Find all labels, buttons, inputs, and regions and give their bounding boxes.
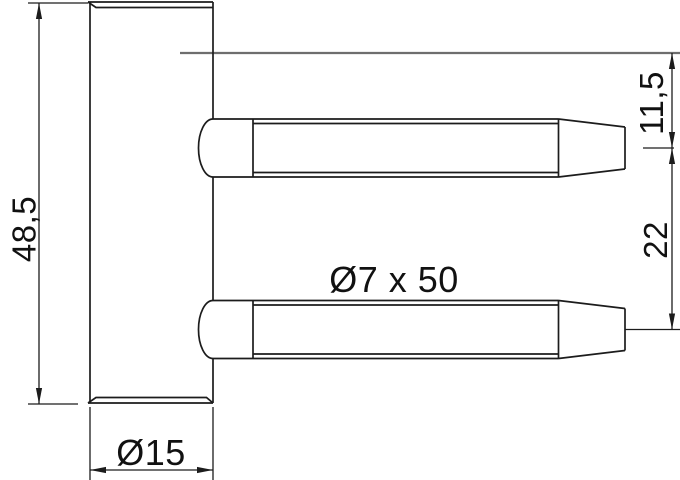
bottom-pin-inner-lines <box>253 304 559 355</box>
pin-spec-label: Ø7 x 50 <box>329 259 459 300</box>
arrow-up-icon <box>35 3 43 19</box>
bottom-pin-outer-edges <box>213 299 559 360</box>
top-pin <box>197 118 626 178</box>
part-outline-layer <box>87 1 626 404</box>
bottom-pin-taper <box>558 299 626 360</box>
dim-overall-height-label: 48,5 <box>6 196 43 262</box>
arrow-down-icon <box>35 388 43 404</box>
arrow-up-icon <box>668 148 676 164</box>
body-top-chamfer <box>87 1 213 9</box>
top-pin-outer-edges <box>213 118 559 178</box>
dimension-layer <box>28 2 680 480</box>
bottom-pin-dome-arc <box>197 299 214 360</box>
hinge-body <box>87 1 214 404</box>
dim-body-diameter <box>89 407 214 480</box>
arrow-right-icon <box>197 466 213 474</box>
dim-overall-height <box>28 2 88 405</box>
arrow-down-icon <box>668 132 676 148</box>
bottom-pin <box>197 299 626 360</box>
arrow-down-icon <box>668 313 676 330</box>
top-pin-dome-arc <box>197 118 214 178</box>
label-layer: 48,5 Ø15 Ø7 x 50 11,5 22 <box>6 71 675 473</box>
dim-extension-line <box>89 407 214 480</box>
dim-pin-spacing-label: 22 <box>637 221 674 259</box>
arrow-up-icon <box>668 53 676 69</box>
dim-body-diameter-label: Ø15 <box>116 432 186 473</box>
dim-pin-offset-label: 11,5 <box>633 71 670 135</box>
dim-pin-spacing <box>625 148 680 331</box>
arrow-left-icon <box>90 466 106 474</box>
top-pin-inner-lines <box>253 122 559 174</box>
body-bottom-chamfer <box>87 396 214 404</box>
dim-extension-line <box>28 2 88 405</box>
dim-pin-offset <box>643 53 676 149</box>
top-pin-taper <box>558 118 626 178</box>
